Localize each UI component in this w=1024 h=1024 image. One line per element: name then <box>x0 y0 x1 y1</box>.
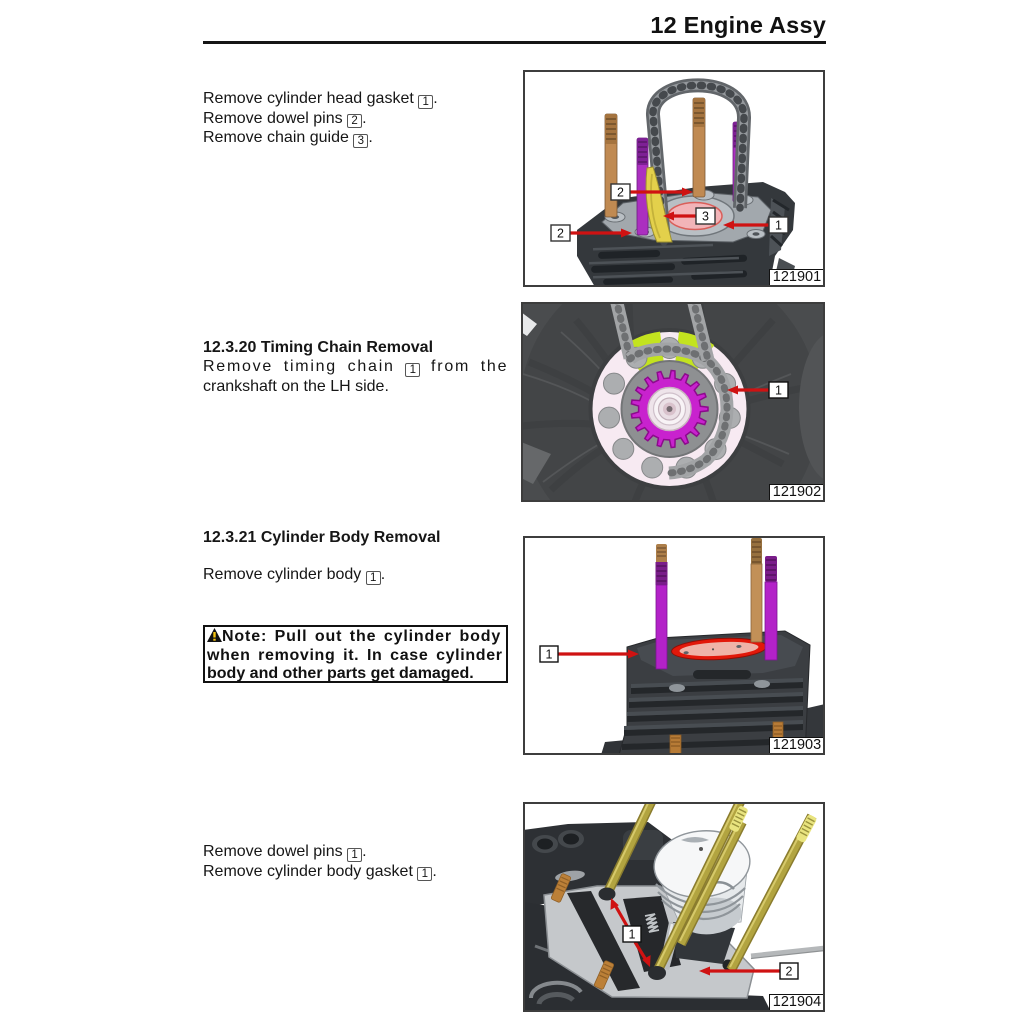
svg-text:1: 1 <box>629 928 636 942</box>
svg-text:2: 2 <box>617 186 624 200</box>
svg-text:1: 1 <box>775 219 782 233</box>
svg-text:2: 2 <box>557 227 564 241</box>
svg-text:2: 2 <box>786 965 793 979</box>
svg-text:1: 1 <box>546 648 553 662</box>
svg-text:1: 1 <box>775 384 782 398</box>
svg-text:3: 3 <box>702 210 709 224</box>
